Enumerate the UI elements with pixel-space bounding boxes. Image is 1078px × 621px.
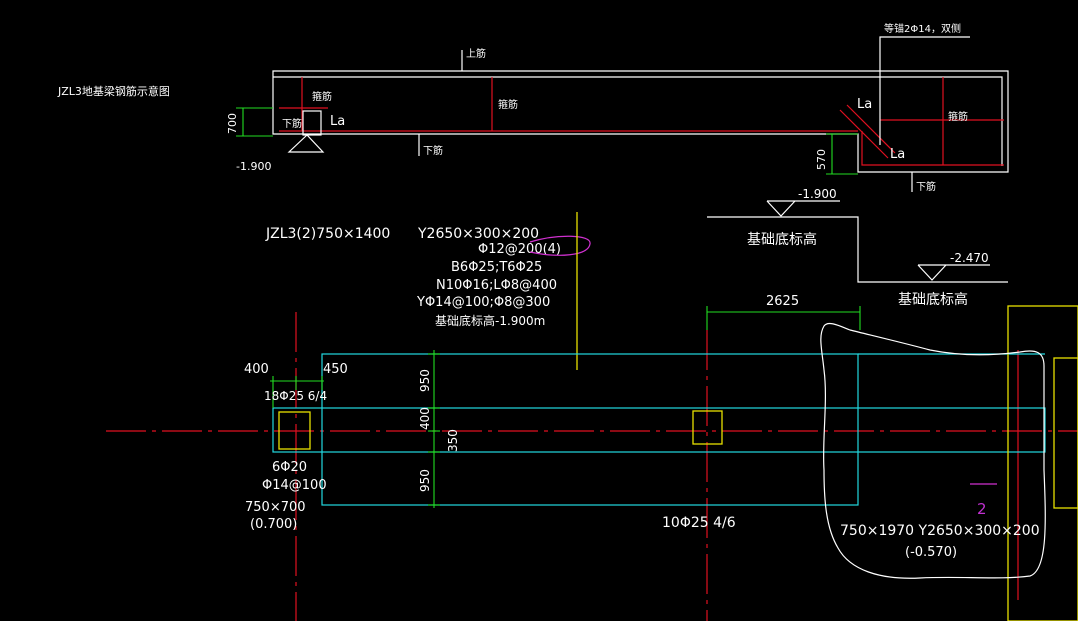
beam-id: JZL3(2)750×1400 [265,226,390,242]
dim-700: 700 [226,113,239,134]
label-la-right-bottom: La [890,147,905,162]
label-top-bar: 上筋 [466,47,486,60]
dim-350: 350 [446,429,460,452]
column-stirrup: Φ14@100 [262,478,327,493]
elev-1: -1.900 [798,187,837,201]
column-size: 750×700 [245,500,306,515]
support-block [302,110,322,136]
column-elevation: (0.700) [250,517,297,532]
column-right-inner [1053,357,1078,509]
bottom-bar-right [861,131,1004,166]
revision-cloud-mark [529,235,591,256]
label-stirrup-mid: 箍筋 [498,98,518,111]
top-bar [273,76,1003,166]
mid-beam-bars: 10Φ25 4/6 [662,515,736,531]
elev-2: -2.470 [950,251,989,265]
label-bottom-bar-mid: 下筋 [423,144,443,157]
side-bar-note: 等锚2Φ14，双侧 [884,22,961,35]
support-triangle [287,134,325,153]
slab-spec: Y2650×300×200 [417,226,539,242]
foundation-elevation-marks: -1.900 基础底标高 -2.470 基础底标高 2625 [706,187,1008,330]
beam-strip-outline [272,407,1046,453]
dim-950-bot: 950 [418,469,432,492]
label-bottom-bar-right: 下筋 [916,180,936,193]
elev-label-2: 基础底标高 [898,291,968,308]
dim-950-top: 950 [418,369,432,392]
foundation-step-line [707,216,1008,283]
dim-570: 570 [815,149,828,170]
elev-label-1: 基础底标高 [747,231,817,248]
dim-400: 400 [244,362,269,377]
column-left [278,411,311,450]
label-la-right-top: La [857,97,872,112]
elevation-title: JZL3地基梁钢筋示意图 [57,84,170,98]
right-foundation-size: 750×1970 Y2650×300×200 [840,523,1040,539]
label-stirrup-left: 箍筋 [312,90,332,103]
la-anchor-2 [846,104,896,154]
foundation-slab-outline [321,353,859,506]
revision-cloud [820,322,1046,579]
column-right-outline [1007,305,1078,621]
beam-outline [272,70,1009,173]
dim-400-mid: 400 [418,407,432,430]
label-la-left: La [330,114,345,129]
column-mid [692,410,723,445]
beam-plan: 400 450 18Φ25 6/4 950 400 350 950 6Φ20 Φ… [106,305,1078,621]
side-bar-leader [879,36,970,145]
beam-annotation: JZL3(2)750×1400 Y2650×300×200 Φ12@200(4)… [265,212,591,370]
dim-2625: 2625 [766,294,799,309]
beam-elevation: JZL3地基梁钢筋示意图 等锚2Φ14，双侧 -1.900 上筋 箍筋 箍筋 箍… [57,22,1009,193]
label-stirrup-right: 箍筋 [948,110,968,123]
stirrup-spec: Φ12@200(4) [478,242,561,257]
elev-triangle-1 [766,200,840,217]
dim-450: 450 [323,362,348,377]
left-elevation: -1.900 [236,160,271,173]
la-anchor-1 [839,109,889,159]
y-bars: YΦ14@100;Φ8@300 [416,295,550,310]
rebar-top-left: 18Φ25 6/4 [264,389,327,403]
column-bars: 6Φ20 [272,460,307,475]
side-bars: N10Φ16;LΦ8@400 [436,278,557,293]
label-bottom-bar-left: 下筋 [282,117,302,130]
bottom-top-bars: B6Φ25;T6Φ25 [451,260,542,275]
elev-triangle-2 [917,264,990,281]
base-elevation-note: 基础底标高-1.900m [435,313,545,328]
right-foundation-elevation: (-0.570) [905,545,957,560]
axis-number: 2 [977,500,987,518]
